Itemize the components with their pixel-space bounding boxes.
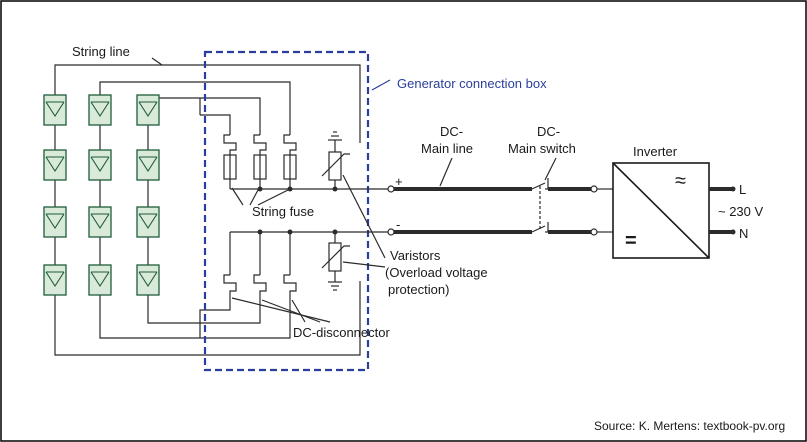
dc-main-switch-label-1: DC- — [537, 124, 560, 139]
varistor-icon — [321, 131, 350, 189]
dc-main-line — [394, 157, 532, 234]
varistors-label-3: protection) — [388, 282, 449, 297]
string-wires-bottom — [99, 298, 291, 339]
source-credit: Source: K. Mertens: textbook-pv.org — [594, 419, 785, 433]
pv-module-icon — [88, 94, 112, 126]
string-line-label: String line — [72, 44, 130, 59]
pv-module-icon — [136, 149, 160, 181]
pv-module-icon — [88, 206, 112, 238]
varistor-icon — [321, 232, 350, 291]
ac-l-label: L — [739, 182, 746, 197]
inverter-ac-symbol: ≈ — [675, 170, 686, 192]
ac-n-label: N — [739, 226, 748, 241]
leader-lines — [151, 57, 386, 323]
switch-icon — [531, 157, 613, 236]
pv-module-icon — [136, 264, 160, 296]
ac-output — [709, 186, 736, 235]
fuse-icon — [223, 154, 297, 189]
inverter-dc-symbol: = — [625, 230, 637, 252]
dc-main-line-label-1: DC- — [440, 124, 463, 139]
generator-box-label: Generator connection box — [397, 76, 547, 91]
pv-module-icon — [43, 264, 67, 296]
plus-sign: + — [395, 174, 403, 189]
generator-box-leader — [371, 79, 391, 91]
negative-bus — [229, 229, 388, 275]
dc-main-switch-label-2: Main switch — [508, 141, 576, 156]
pv-module-array — [43, 94, 160, 315]
varistors-label-2: (Overload voltage — [385, 265, 488, 280]
ac-voltage-label: ~ 230 V — [718, 204, 764, 219]
pv-module-icon — [136, 94, 160, 126]
inverter-icon — [612, 162, 710, 259]
string-line-wires — [54, 64, 361, 356]
pv-module-icon — [43, 149, 67, 181]
pv-module-icon — [43, 94, 67, 126]
positive-bus — [230, 186, 388, 192]
dc-disconnector-label: DC-disconnector — [293, 325, 390, 340]
disconnector-icon — [223, 274, 297, 298]
generator-connection-box — [203, 50, 370, 372]
disconnector-icon — [223, 134, 297, 155]
pv-module-icon — [136, 206, 160, 238]
pv-module-icon — [88, 149, 112, 181]
string-fuse-label: String fuse — [252, 204, 314, 219]
pv-module-icon — [88, 264, 112, 296]
dc-terminals — [387, 185, 395, 236]
varistors-label-1: Varistors — [390, 248, 441, 263]
minus-sign: - — [396, 217, 400, 232]
dc-main-line-label-2: Main line — [421, 141, 473, 156]
inverter-label: Inverter — [633, 144, 678, 159]
pv-module-icon — [43, 206, 67, 238]
